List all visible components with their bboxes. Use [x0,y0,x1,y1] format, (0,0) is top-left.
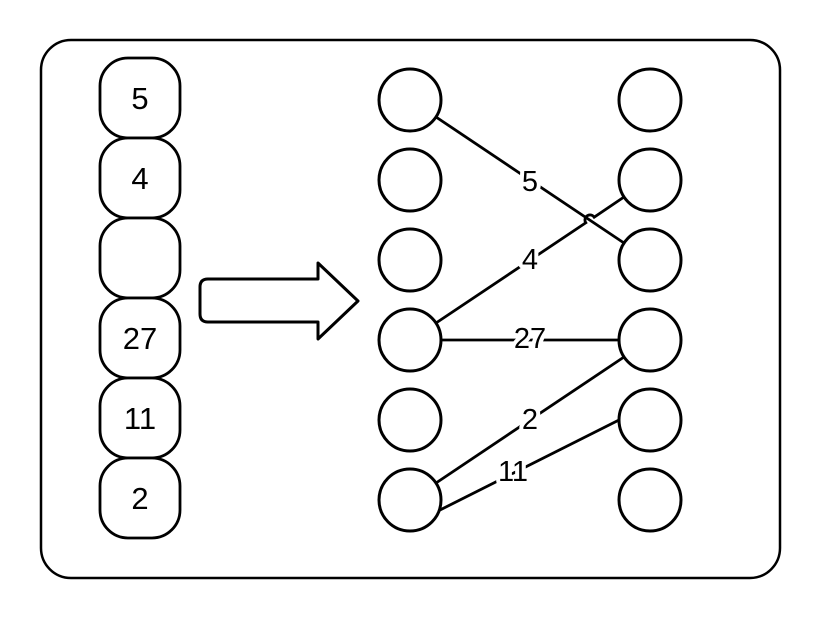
input-cell-value-6: 2 [131,481,148,516]
connection-label-27: 27 [514,323,546,355]
right-node-3 [617,227,683,293]
right-node-6 [617,467,683,533]
input-cell-3 [98,216,182,300]
right-node-4 [617,307,683,373]
connection-line-11 [439,418,620,512]
connection-line-4 [435,195,625,325]
right-arrow-icon [198,261,360,341]
left-node-6 [377,467,443,533]
connection-label-4: 4 [522,244,538,276]
right-node-2 [617,147,683,213]
right-node-1 [617,67,683,133]
connection-label-5: 5 [522,166,538,198]
left-node-1 [377,67,443,133]
connection-label-2: 2 [522,404,538,436]
connection-line-2 [435,355,625,485]
input-cell-value-2: 4 [131,161,148,196]
input-cell-value-1: 5 [131,81,148,116]
input-cell-6 [98,456,182,540]
input-cell-value-4: 27 [123,321,157,356]
connection-line-5 [435,115,625,245]
left-node-2 [377,147,443,213]
input-cell-value-5: 11 [124,401,156,436]
connection-label-11: 11 [498,456,528,488]
right-node-5 [617,387,683,453]
left-node-3 [377,227,443,293]
left-node-4 [377,307,443,373]
left-node-5 [377,387,443,453]
